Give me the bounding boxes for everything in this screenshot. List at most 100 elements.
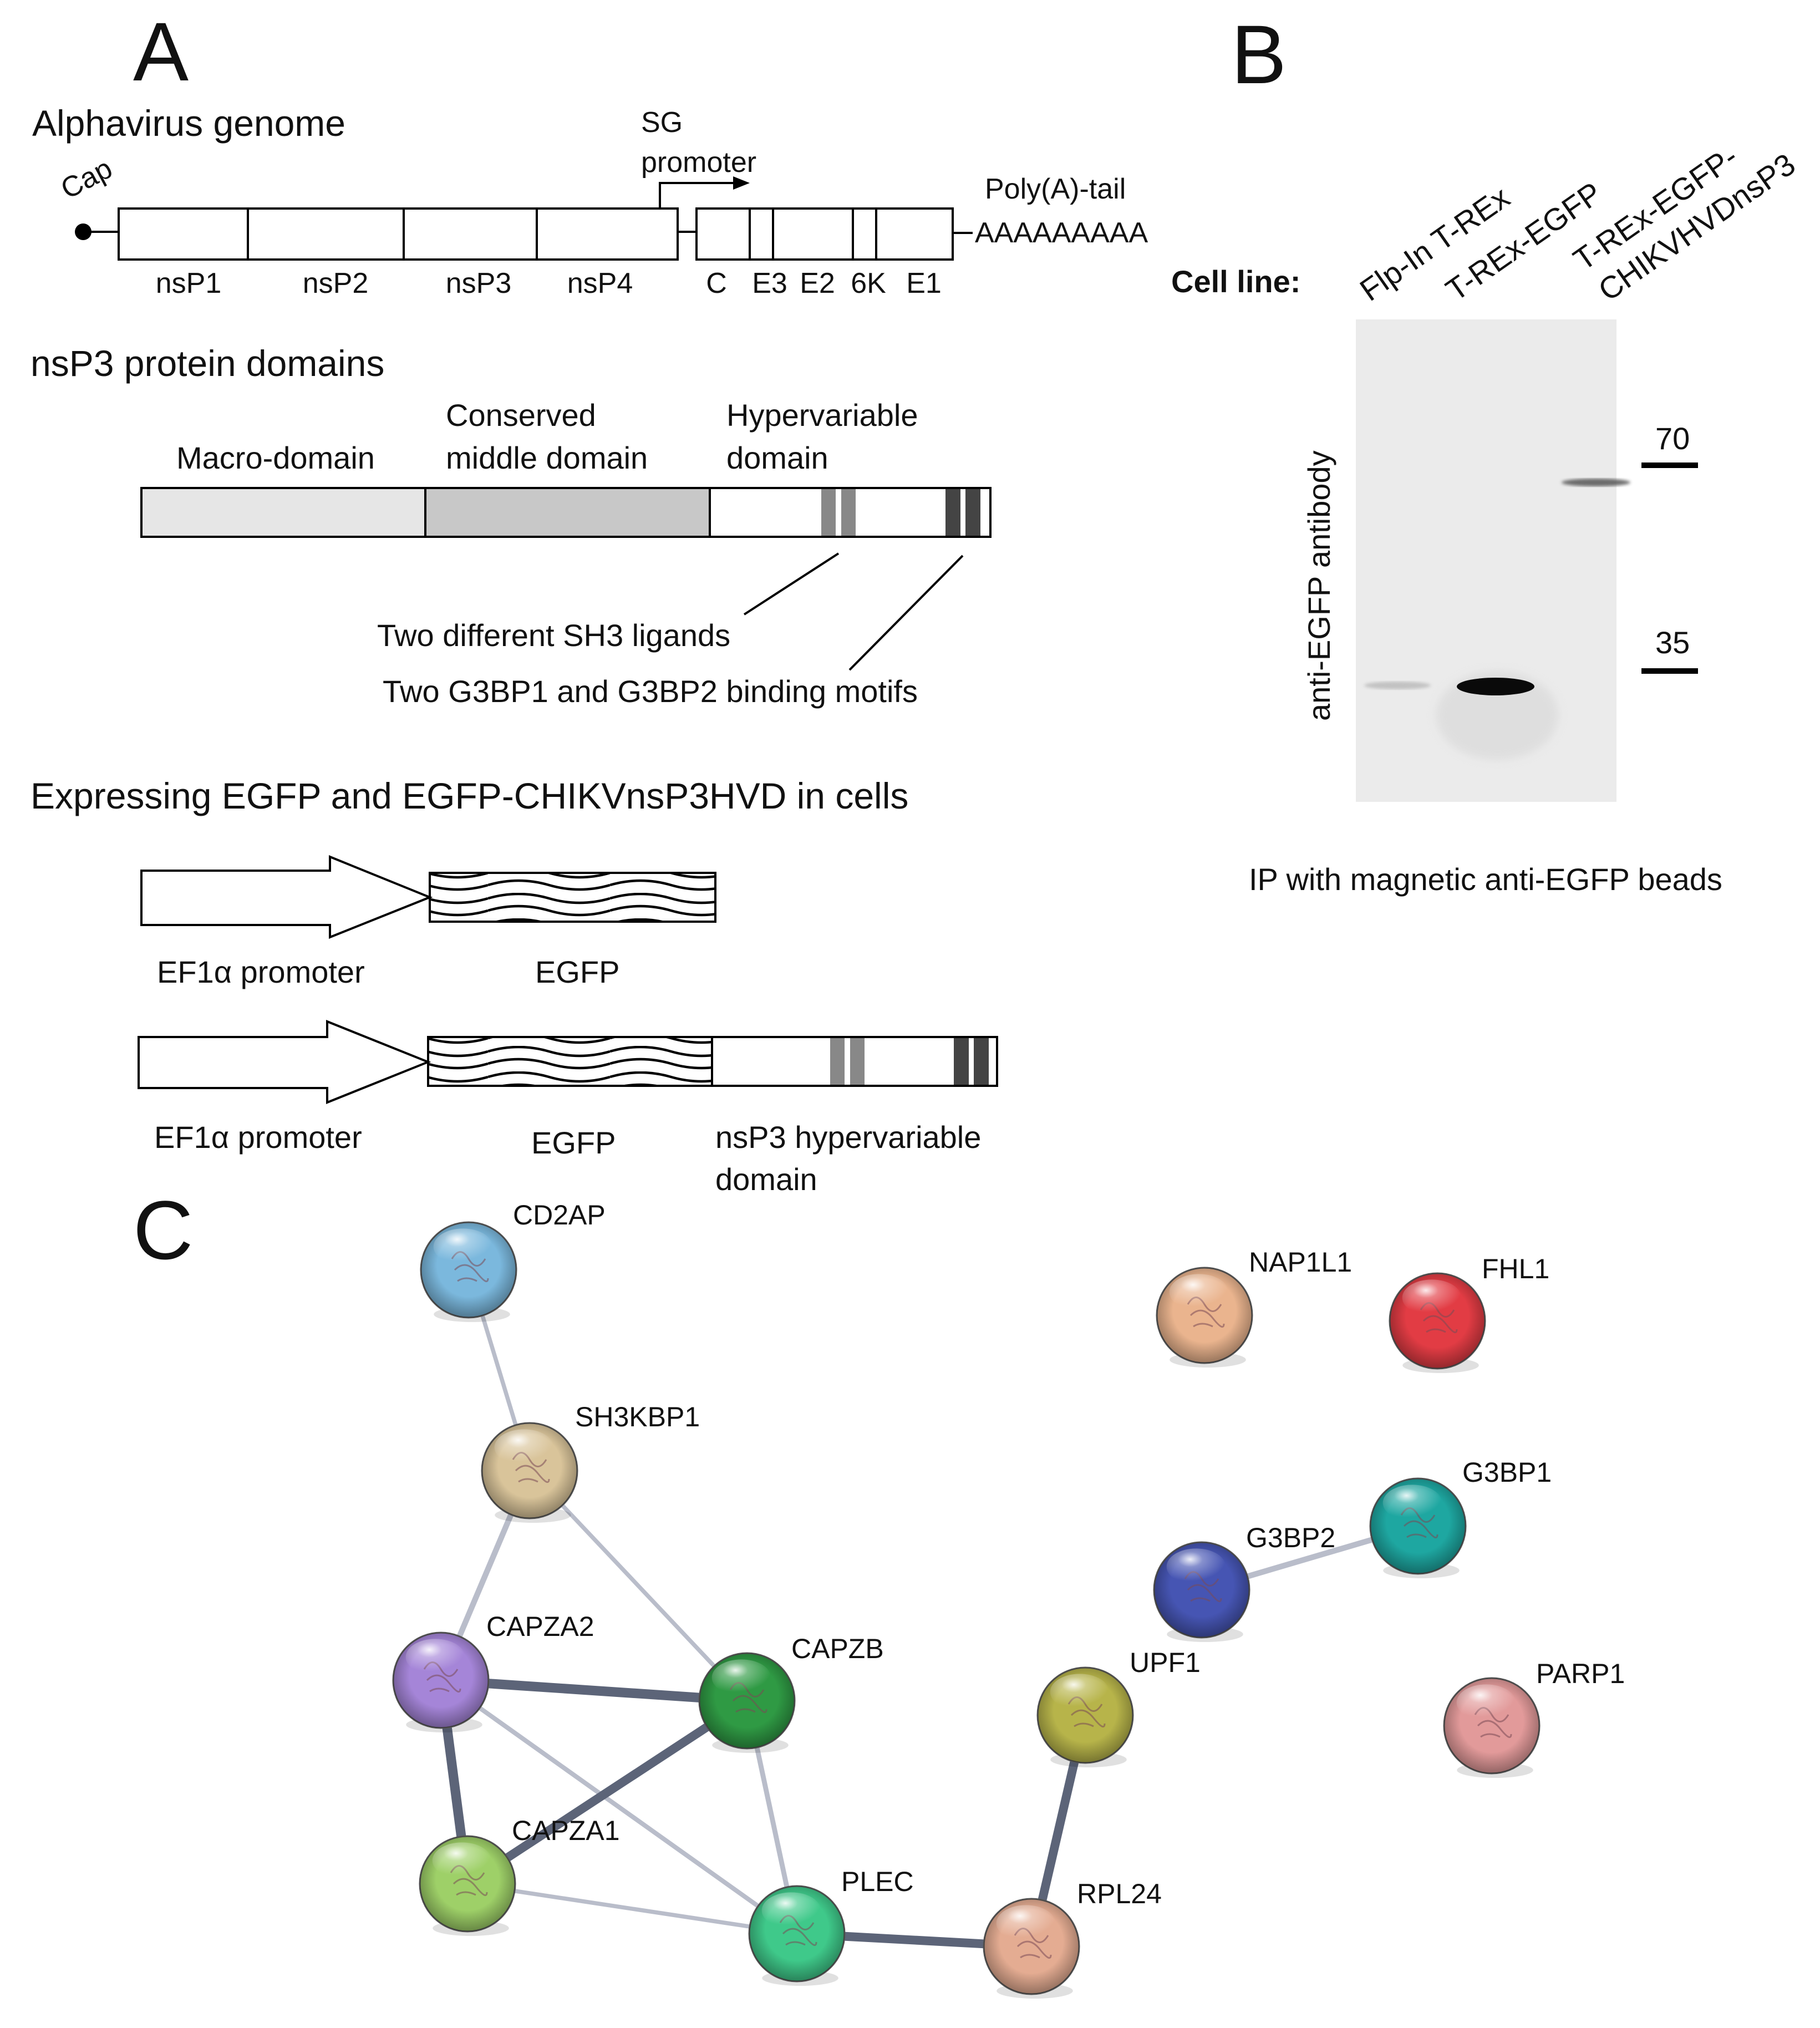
segment-label: 6K bbox=[851, 267, 886, 299]
node-gloss bbox=[1402, 1279, 1462, 1316]
node-capzb[interactable]: CAPZB bbox=[698, 1633, 884, 1753]
node-label: FHL1 bbox=[1482, 1253, 1549, 1284]
band-35kda bbox=[1457, 678, 1534, 695]
edge-capzb-capza1 bbox=[465, 1697, 750, 1888]
segment-label: nsP3 bbox=[446, 267, 512, 299]
sh3-pointer bbox=[743, 552, 840, 616]
expression-title: Expressing EGFP and EGFP-CHIKVnsP3HVD in… bbox=[30, 775, 908, 816]
genome-sg-box bbox=[695, 207, 954, 261]
marker-label: 70 bbox=[1655, 421, 1690, 456]
panel-c-letter: C bbox=[133, 1183, 193, 1277]
macro-label: Macro-domain bbox=[176, 440, 375, 475]
ef1a-promoter-arrow bbox=[140, 855, 433, 939]
conserved-label-1: Conserved bbox=[446, 398, 596, 433]
node-gloss bbox=[1169, 1274, 1229, 1310]
node-gloss bbox=[433, 1228, 493, 1265]
promoter-label: EF1α promoter bbox=[157, 954, 365, 989]
node-gloss bbox=[996, 1905, 1056, 1941]
segment-label: E1 bbox=[906, 267, 942, 299]
g3bp-pointer bbox=[848, 555, 964, 671]
cell-line-label: Cell line: bbox=[1171, 264, 1300, 299]
marker-label: 35 bbox=[1655, 625, 1690, 660]
node-g3bp2[interactable]: G3BP2 bbox=[1153, 1522, 1335, 1642]
node-upf1[interactable]: UPF1 bbox=[1036, 1647, 1201, 1767]
segment-label: nsP2 bbox=[303, 267, 369, 299]
segment-label: nsP1 bbox=[156, 267, 222, 299]
node-capza1[interactable]: CAPZA1 bbox=[419, 1815, 620, 1936]
node-gloss bbox=[1382, 1485, 1442, 1521]
domains-title: nsP3 protein domains bbox=[30, 343, 384, 384]
antibody-label: anti-EGFP antibody bbox=[1302, 450, 1336, 721]
segment-label: E3 bbox=[752, 267, 787, 299]
node-g3bp1[interactable]: G3BP1 bbox=[1369, 1457, 1552, 1578]
sh3-ligand-bar bbox=[841, 489, 856, 536]
node-label: SH3KBP1 bbox=[575, 1401, 700, 1432]
node-gloss bbox=[1456, 1684, 1516, 1721]
g3bp-motif-bar bbox=[965, 489, 980, 536]
edge-capza2-plec bbox=[439, 1678, 799, 1936]
egfp-box bbox=[429, 872, 716, 923]
node-label: NAP1L1 bbox=[1249, 1247, 1352, 1278]
marker-tick bbox=[1641, 668, 1698, 674]
node-gloss bbox=[1050, 1674, 1110, 1710]
sg-promoter-arrowhead bbox=[733, 176, 750, 190]
node-gloss bbox=[711, 1659, 771, 1696]
node-plec[interactable]: PLEC bbox=[748, 1866, 914, 1986]
genome-ns-box bbox=[118, 207, 679, 261]
node-capza2[interactable]: CAPZA2 bbox=[392, 1611, 594, 1732]
polya-sequence: AAAAAAAAA bbox=[975, 217, 1148, 249]
node-label: CD2AP bbox=[513, 1199, 606, 1231]
node-label: G3BP1 bbox=[1462, 1457, 1552, 1488]
node-fhl1[interactable]: FHL1 bbox=[1389, 1253, 1549, 1373]
g3bp-note: Two G3BP1 and G3BP2 binding motifs bbox=[383, 674, 918, 709]
node-cd2ap[interactable]: CD2AP bbox=[420, 1199, 606, 1322]
egfp-label: EGFP bbox=[535, 954, 619, 989]
node-rpl24[interactable]: RPL24 bbox=[983, 1878, 1162, 1999]
node-gloss bbox=[761, 1892, 821, 1929]
ip-caption: IP with magnetic anti-EGFP beads bbox=[1249, 862, 1722, 897]
g3bp-motif-bar bbox=[954, 1038, 969, 1085]
sh3-ligand-bar bbox=[821, 489, 836, 536]
conserved-domain-box bbox=[424, 487, 711, 538]
node-parp1[interactable]: PARP1 bbox=[1443, 1658, 1625, 1778]
polya-label: Poly(A)-tail bbox=[985, 173, 1126, 205]
node-label: PARP1 bbox=[1536, 1658, 1625, 1689]
node-sh3kbp1[interactable]: SH3KBP1 bbox=[481, 1401, 700, 1523]
conserved-label-2: middle domain bbox=[446, 440, 648, 475]
node-label: PLEC bbox=[841, 1866, 914, 1897]
ef1a-promoter-arrow bbox=[138, 1020, 431, 1104]
hypervariable-label-1: Hypervariable bbox=[726, 398, 918, 433]
egfp-box bbox=[427, 1036, 713, 1087]
segment-label: nsP4 bbox=[567, 267, 633, 299]
hypervariable-label-2: domain bbox=[726, 440, 828, 475]
sg-label-2: promoter bbox=[641, 146, 756, 179]
blot-smudge bbox=[1436, 671, 1558, 760]
node-label: G3BP2 bbox=[1246, 1522, 1335, 1553]
edge-capza1-plec bbox=[467, 1882, 797, 1936]
cap-label: Cap bbox=[55, 153, 117, 206]
node-gloss bbox=[494, 1429, 554, 1466]
hvd-label-2: domain bbox=[715, 1162, 817, 1197]
g3bp-motif-bar bbox=[974, 1038, 989, 1085]
band-faint bbox=[1364, 682, 1431, 689]
sg-label-1: SG bbox=[641, 106, 683, 139]
segment-label: E2 bbox=[800, 267, 835, 299]
panel-b-letter: B bbox=[1231, 8, 1287, 101]
marker-tick bbox=[1641, 462, 1698, 468]
sh3-note: Two different SH3 ligands bbox=[377, 618, 730, 653]
promoter-label: EF1α promoter bbox=[154, 1120, 362, 1155]
node-label: CAPZA1 bbox=[512, 1815, 620, 1846]
band-70kda bbox=[1562, 479, 1630, 486]
macro-domain-box bbox=[140, 487, 426, 538]
node-nap1l1[interactable]: NAP1L1 bbox=[1156, 1247, 1352, 1368]
node-gloss bbox=[405, 1639, 465, 1675]
sh3-ligand-bar bbox=[830, 1038, 845, 1085]
edge-sh3kbp1-capzb bbox=[528, 1469, 749, 1702]
sg-promoter-arrow bbox=[659, 182, 738, 209]
node-label: RPL24 bbox=[1077, 1878, 1162, 1909]
node-label: UPF1 bbox=[1130, 1647, 1201, 1678]
segment-label: C bbox=[706, 267, 727, 299]
western-blot bbox=[1356, 319, 1630, 802]
